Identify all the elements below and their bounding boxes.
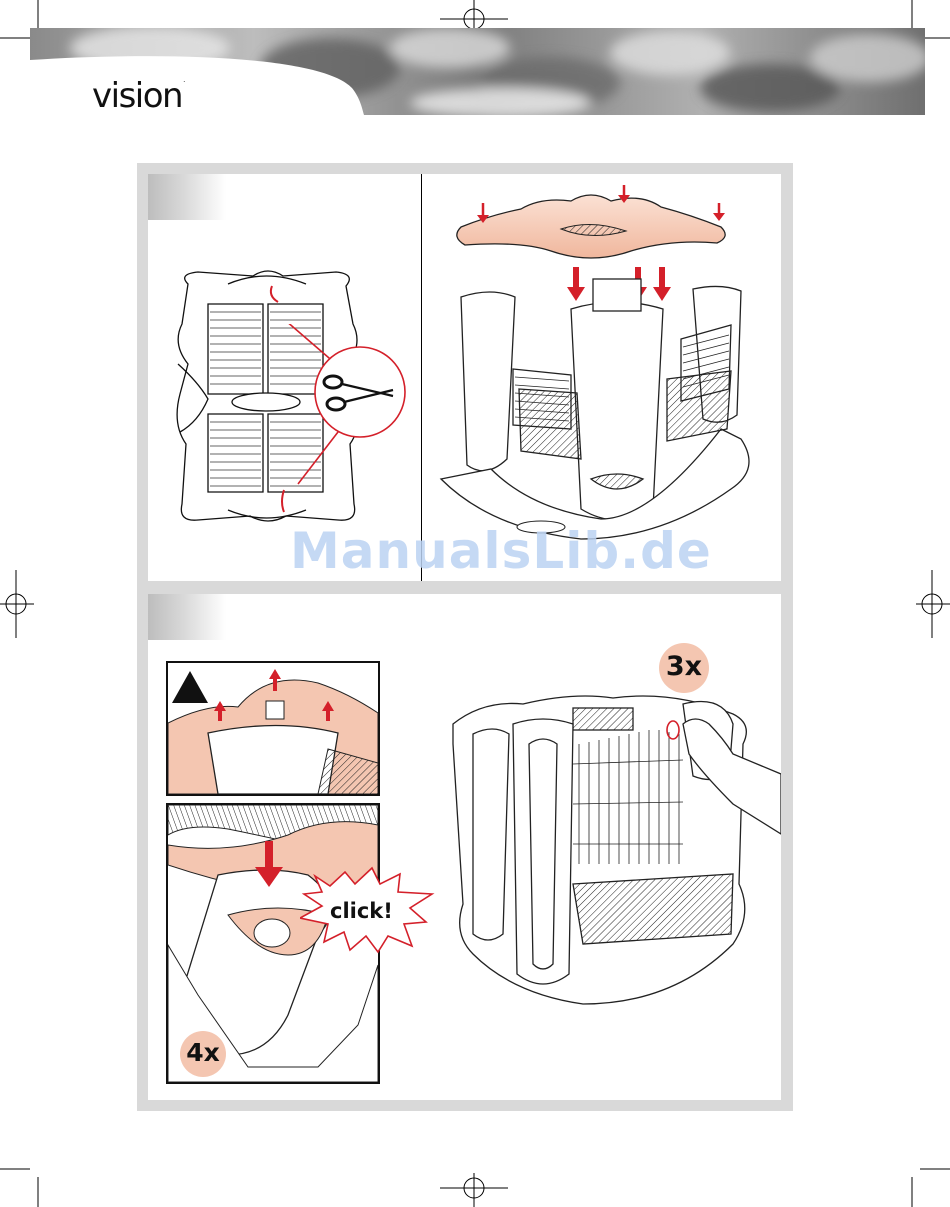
clip-detail-inset <box>166 661 380 796</box>
badge-4x: 4x <box>180 1031 226 1077</box>
watermark: ManualsLib.de <box>290 522 712 580</box>
warning-triangle-icon <box>172 671 208 703</box>
step-tab-1 <box>148 174 226 220</box>
click-callout: click! <box>330 899 393 923</box>
brand-logo: vision. <box>92 76 184 116</box>
step-tab-2 <box>148 594 226 640</box>
step-panel-1 <box>148 174 781 581</box>
badge-3x: 3x <box>659 643 709 693</box>
scissors-detail <box>268 324 428 494</box>
cage-assembly-illustration <box>431 179 776 574</box>
assembled-cage-illustration <box>433 684 781 1014</box>
